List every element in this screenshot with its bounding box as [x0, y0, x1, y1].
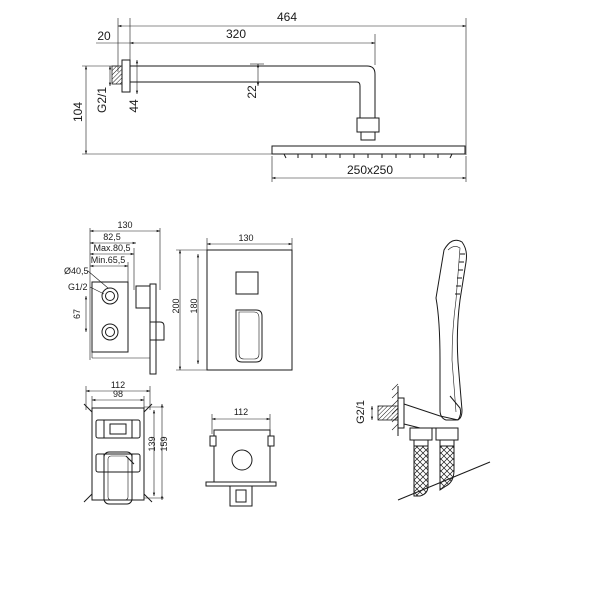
- outlet-thread: [377, 405, 399, 421]
- inlet-thread-label: G2/1: [95, 87, 109, 113]
- dim-body-height-inner: 139: [147, 436, 157, 451]
- mixer-body-side: [91, 281, 129, 353]
- mixer-side-view: 130 82,5 Max.80,5 Min.65,5 Ø40,5 G1/2 67: [64, 220, 165, 375]
- wall-thread: [111, 65, 123, 85]
- hand-thread-label: G2/1: [355, 400, 367, 424]
- body-valve-top: [95, 419, 141, 439]
- shower-arm-view: 464 20 320 104 G2/1 44 22: [71, 10, 467, 182]
- top-port: [231, 449, 253, 471]
- inlet-top: [101, 287, 119, 305]
- shower-head: [271, 145, 466, 155]
- wall-plate-side: [149, 283, 157, 375]
- top-plate: [205, 481, 277, 487]
- floor-line: [397, 461, 491, 501]
- mixer-body-view: 112 98 139 159: [83, 380, 169, 505]
- inlet-bottom: [101, 323, 119, 341]
- wall-plate-front: [206, 249, 293, 371]
- shower-arm: [130, 65, 376, 118]
- shower-holder: [403, 395, 462, 429]
- dim-inlet-spacing: 67: [72, 309, 82, 319]
- mixer-front-view: 130 200 180: [171, 233, 293, 371]
- dim-min-depth: Min.65,5: [91, 255, 126, 265]
- dim-body-height-outer: 159: [159, 436, 169, 451]
- dim-head-size: 250x250: [347, 163, 393, 177]
- hose-nut-left: [409, 427, 433, 441]
- handle-side: [150, 321, 165, 341]
- dim-total-height: 104: [71, 102, 85, 122]
- hand-shower-body: [435, 239, 467, 421]
- dim-front-width: 130: [238, 233, 253, 243]
- dim-body-width-outer: 112: [111, 380, 125, 390]
- dim-front-height-inner: 180: [189, 298, 199, 313]
- hand-shower-view: G2/1: [355, 239, 491, 501]
- label-diameter: Ø40,5: [64, 266, 89, 276]
- body-cartridge: [103, 451, 133, 505]
- dim-front-height-outer: 200: [171, 298, 181, 313]
- dim-arm-height: 22: [245, 85, 259, 99]
- dim-total-length: 464: [277, 10, 297, 24]
- shower-head-nozzles: [283, 153, 453, 159]
- label-thread: G1/2: [68, 282, 88, 292]
- hand-shower-nozzles: [455, 253, 465, 295]
- mixer-top-view: 112: [205, 407, 277, 507]
- wall-flange: [121, 59, 131, 93]
- dim-top-width: 112: [234, 407, 248, 417]
- dim-side-82: 82,5: [103, 232, 121, 242]
- diverter-knob-side: [135, 285, 151, 309]
- handle-front: [235, 309, 263, 363]
- dim-body-width-inner: 98: [113, 389, 123, 399]
- outlet-elbow-flange: [397, 397, 405, 429]
- diverter-knob-front: [235, 271, 259, 295]
- body-valve-bottom: [95, 453, 141, 473]
- mixer-body-outline: [91, 407, 145, 501]
- braided-hose: [413, 445, 455, 497]
- top-body: [213, 429, 271, 483]
- head-connector: [356, 117, 380, 133]
- hose-nut-right: [435, 427, 459, 441]
- dim-side-width: 130: [117, 220, 132, 230]
- dim-arm-length: 320: [226, 27, 246, 41]
- dim-flange: 44: [127, 99, 141, 113]
- dim-flange-depth: 20: [97, 29, 111, 43]
- dim-max-depth: Max.80,5: [93, 243, 130, 253]
- top-handle: [229, 485, 253, 507]
